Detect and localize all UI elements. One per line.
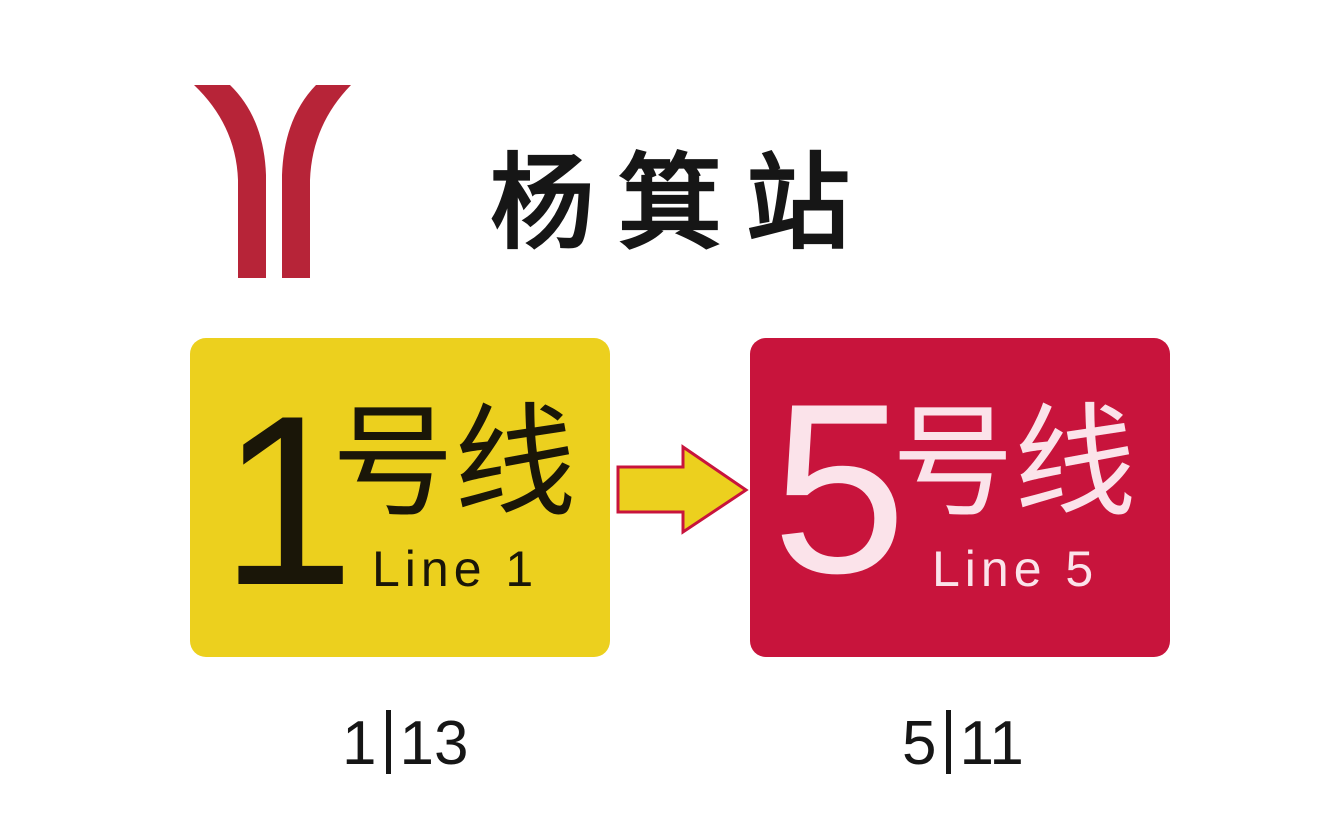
line-chinese-label: 号线 [892,392,1136,534]
code-station: 13 [399,709,469,778]
arrow-right-icon [616,444,749,535]
line-number: 5 [772,354,907,624]
code-divider [386,710,392,774]
code-line: 5 [902,709,937,778]
line-5-sign: 5 号线 Line 5 [750,338,1170,657]
code-line: 1 [342,709,377,778]
line-english-label: Line 1 [372,541,539,597]
station-code-line-5: 5 11 [902,708,1024,779]
line-english-label: Line 5 [932,541,1099,597]
metro-logo-icon [194,85,351,278]
station-code-line-1: 1 13 [342,708,468,779]
line-chinese-label: 号线 [332,392,576,534]
code-divider [946,710,952,774]
line-1-sign: 1 号线 Line 1 [190,338,610,657]
code-station: 11 [959,709,1024,778]
station-name: 杨箕站 [490,141,875,264]
line-number: 1 [220,366,355,636]
